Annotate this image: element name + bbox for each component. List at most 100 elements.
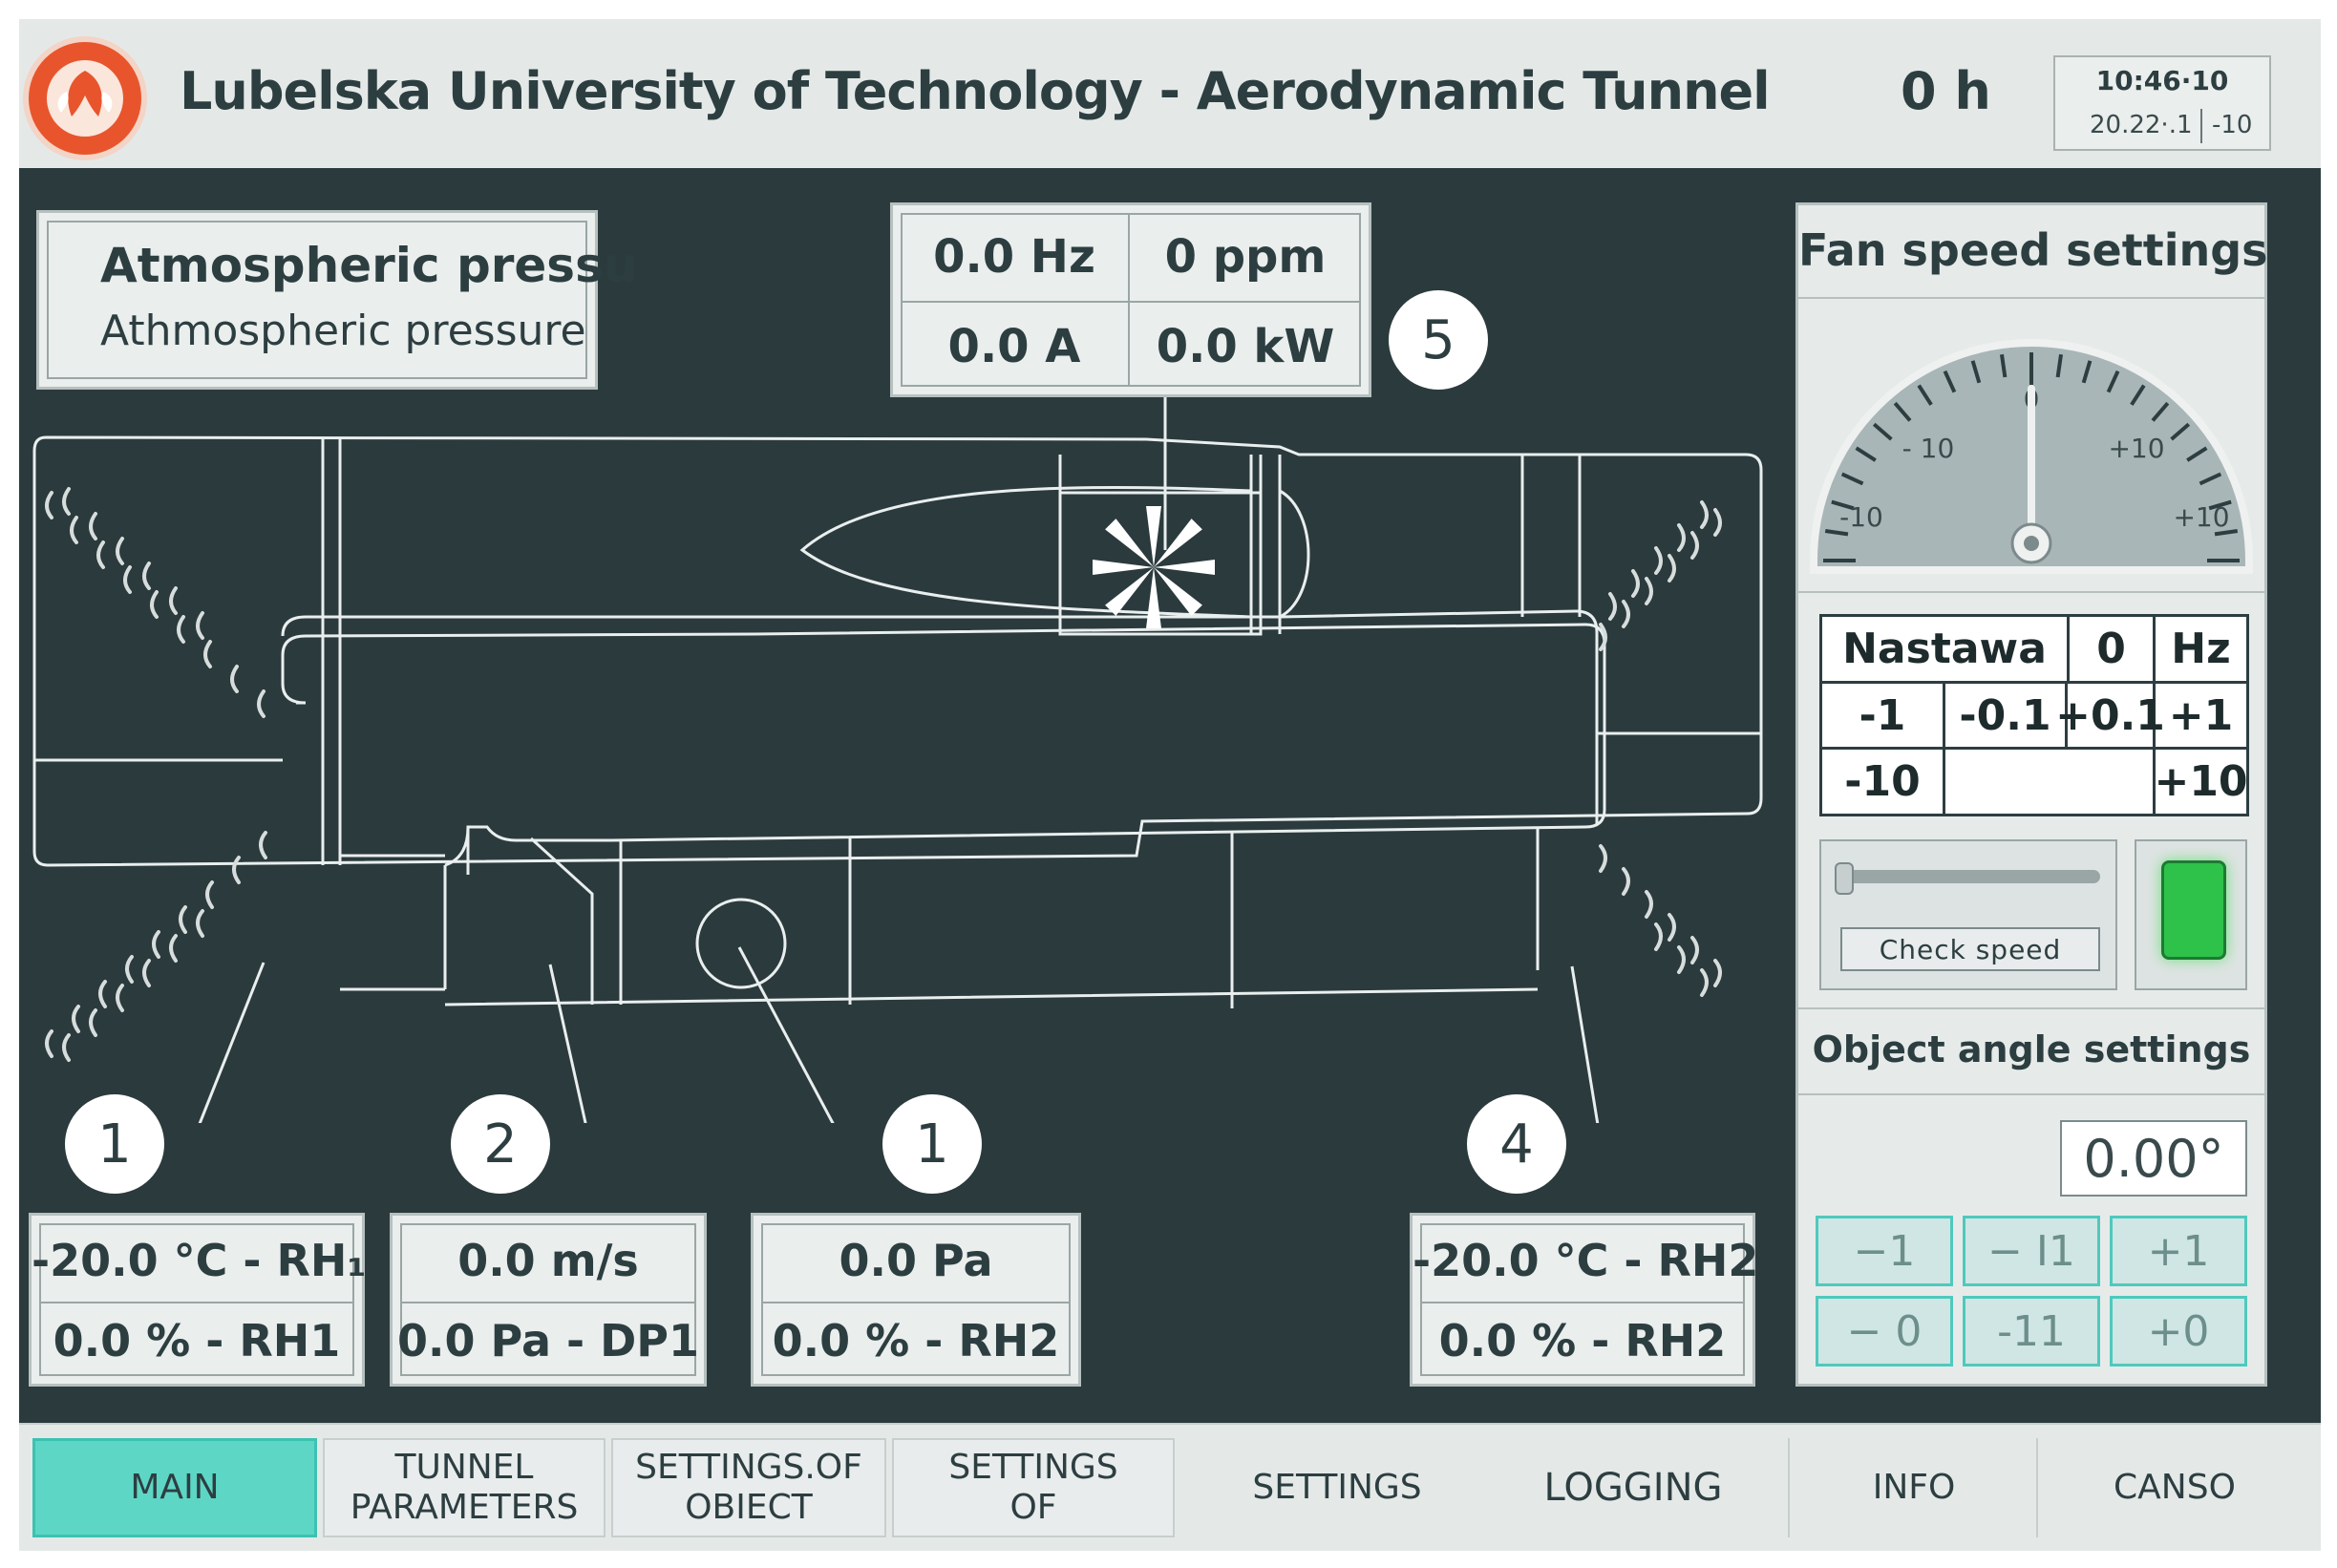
angle-minus-zero-button[interactable]: − 0 [1816, 1296, 1953, 1367]
atm-pressure-label: Athmospheric pressure [100, 307, 586, 355]
panel-inner-border [761, 1223, 1071, 1376]
tab-logging[interactable]: LOGGING [1543, 1466, 1723, 1510]
step-minus-10-button[interactable]: -10 [1844, 757, 1921, 806]
speed-slider-track[interactable] [1840, 870, 2100, 883]
gauge-tick [1999, 353, 2008, 378]
step-plus-1-button[interactable]: +1 [2168, 690, 2234, 740]
tab-settings-of[interactable]: SETTINGS OF [892, 1438, 1175, 1537]
step-plus-0.1-button[interactable]: +0.1 [2055, 690, 2165, 740]
gauge-label-right-upper: +10 [2108, 433, 2164, 464]
sensor-panel-pressure: 0.0 Pa 0.0 % - RH2 [751, 1213, 1081, 1387]
step-minus-1-button[interactable]: -1 [1859, 690, 1906, 740]
check-speed-button[interactable]: Check speed [1840, 927, 2100, 971]
sensor-divider [39, 1302, 354, 1303]
angle-divider [1798, 1093, 2264, 1095]
drive-hline [901, 301, 1361, 303]
step-plus-10-button[interactable]: +10 [2154, 757, 2248, 806]
clock-offset: -10 [2212, 111, 2253, 139]
gauge-tick [1824, 528, 1849, 537]
gauge-tick [2186, 446, 2208, 462]
tab-settings[interactable]: SETTINGS [1252, 1468, 1422, 1507]
clock-time: 10:46·10 [2095, 65, 2229, 96]
fan-icon [1093, 506, 1215, 628]
test-section-humidity: 0.0 % - RH2 [772, 1315, 1060, 1367]
tunnel-schematic [32, 393, 1763, 1123]
clock-divider [2200, 109, 2202, 143]
gauge-tick [1893, 401, 1912, 422]
callout-badge-sensor-4: 4 [1467, 1094, 1566, 1194]
callout-badge-sensor-3: 1 [882, 1094, 982, 1194]
panel-inner-border [39, 1223, 354, 1376]
gauge-label-right-lower: +10 [2173, 501, 2229, 533]
tab-info[interactable]: INFO [1872, 1468, 1956, 1507]
drive-readout-panel: 0.0 Hz 0 ppm 0.0 A 0.0 kW [890, 202, 1371, 397]
setpoint-unit: Hz [2171, 625, 2231, 673]
speed-slider-handle[interactable] [1835, 862, 1854, 895]
panel-inner-border [901, 213, 1361, 387]
angle-minus-11-button[interactable]: -11 [1963, 1296, 2100, 1367]
panel-inner-border [1420, 1223, 1745, 1376]
sensor-panel-inlet: -20.0 °C - RH₁ 0.0 % - RH1 [29, 1213, 367, 1387]
angle-divider-top [1798, 1007, 2264, 1009]
outlet-temperature: -20.0 °C - RH2 [1413, 1235, 1759, 1286]
gauge-tick [2081, 360, 2093, 384]
gauge-tick [2106, 370, 2120, 393]
operating-hours: 0 h [1901, 61, 1991, 121]
gauge-tick [2214, 528, 2239, 537]
clock-date: 20.22·.1 [2090, 111, 2193, 139]
speed-slider-panel: Check speed [1819, 839, 2117, 990]
header-bar: Lubelska University of Technology - Aero… [19, 19, 2321, 170]
sensor-divider [400, 1302, 696, 1303]
gauge-tick [2199, 472, 2222, 486]
page-title: Lubelska University of Technology - Aero… [180, 61, 1771, 121]
nav-separator [2036, 1438, 2038, 1537]
object-angle-title: Object angle settings [1812, 1028, 2251, 1070]
atm-pressure-title: Atmospheric pressu [100, 238, 638, 293]
gauge-tick [2170, 422, 2191, 441]
tab-canso[interactable]: CANSO [2114, 1468, 2236, 1507]
outlet-humidity: 0.0 % - RH2 [1438, 1315, 1727, 1367]
sensor-panel-velocity: 0.0 m/s 0.0 Pa - DP1 [390, 1213, 707, 1387]
setpoint-table: Nastawa 0 Hz -1 -0.1 +0.1 +1 -10 +10 [1819, 614, 2249, 816]
bottom-navigation: MAIN TUNNEL PARAMETERS SETTINGS.OF OBIEC… [19, 1423, 2321, 1551]
drive-vline [1128, 213, 1130, 387]
step-minus-0.1-button[interactable]: -0.1 [1959, 690, 2051, 740]
gauge-tick [2151, 401, 2170, 422]
power-value: 0.0 kW [1156, 320, 1335, 373]
sensor-panel-outlet: -20.0 °C - RH2 0.0 % - RH2 [1410, 1213, 1759, 1387]
differential-pressure: 0.0 Pa - DP1 [396, 1315, 700, 1367]
setpoint-value[interactable]: 0 [2096, 625, 2126, 673]
university-logo [23, 36, 147, 160]
gauge-label-left-upper: - 10 [1902, 433, 1955, 464]
static-pressure: 0.0 Pa [839, 1235, 993, 1286]
current-value: 0.0 A [947, 320, 1081, 373]
panel-inner-border [400, 1223, 696, 1376]
gauge-tick [1970, 360, 1982, 384]
control-sidebar: Fan speed settings 0 - 10 +10 -10 +10 Na… [1795, 202, 2268, 1387]
setpoint-label: Nastawa [1842, 625, 2047, 673]
gauge-tick [2130, 384, 2146, 406]
atmospheric-pressure-panel: Atmospheric pressu Athmospheric pressure [36, 210, 637, 390]
angle-value-display[interactable]: 0.00° [2060, 1120, 2247, 1197]
inlet-temperature: -20.0 °C - RH₁ [32, 1235, 367, 1286]
gauge-tick [1943, 370, 1957, 393]
run-indicator-panel [2135, 839, 2247, 990]
callout-badge-5: 5 [1389, 290, 1488, 390]
gauge-tick [1872, 422, 1893, 441]
inlet-humidity: 0.0 % - RH1 [53, 1315, 341, 1367]
tab-tunnel-parameters[interactable]: TUNNEL PARAMETERS [323, 1438, 605, 1537]
angle-plus-1-button[interactable]: +1 [2110, 1216, 2247, 1286]
fan-speed-title: Fan speed settings [1798, 224, 2268, 276]
angle-plus-zero-button[interactable]: +0 [2110, 1296, 2247, 1367]
tab-main[interactable]: MAIN [32, 1438, 317, 1537]
angle-minus-1-button[interactable]: −1 [1816, 1216, 1953, 1286]
sensor-divider [1420, 1302, 1745, 1303]
sensor-divider [761, 1302, 1071, 1303]
tab-settings-of-object[interactable]: SETTINGS.OF OBIECT [611, 1438, 886, 1537]
fan-speed-gauge: 0 - 10 +10 -10 +10 [1810, 339, 2253, 574]
gauge-tick [1831, 499, 1855, 511]
angle-minus-fine-button[interactable]: − I1 [1963, 1216, 2100, 1286]
nav-separator [1788, 1438, 1790, 1537]
gauge-tick [1840, 472, 1864, 486]
gauge-label-left-lower: -10 [1839, 501, 1883, 533]
